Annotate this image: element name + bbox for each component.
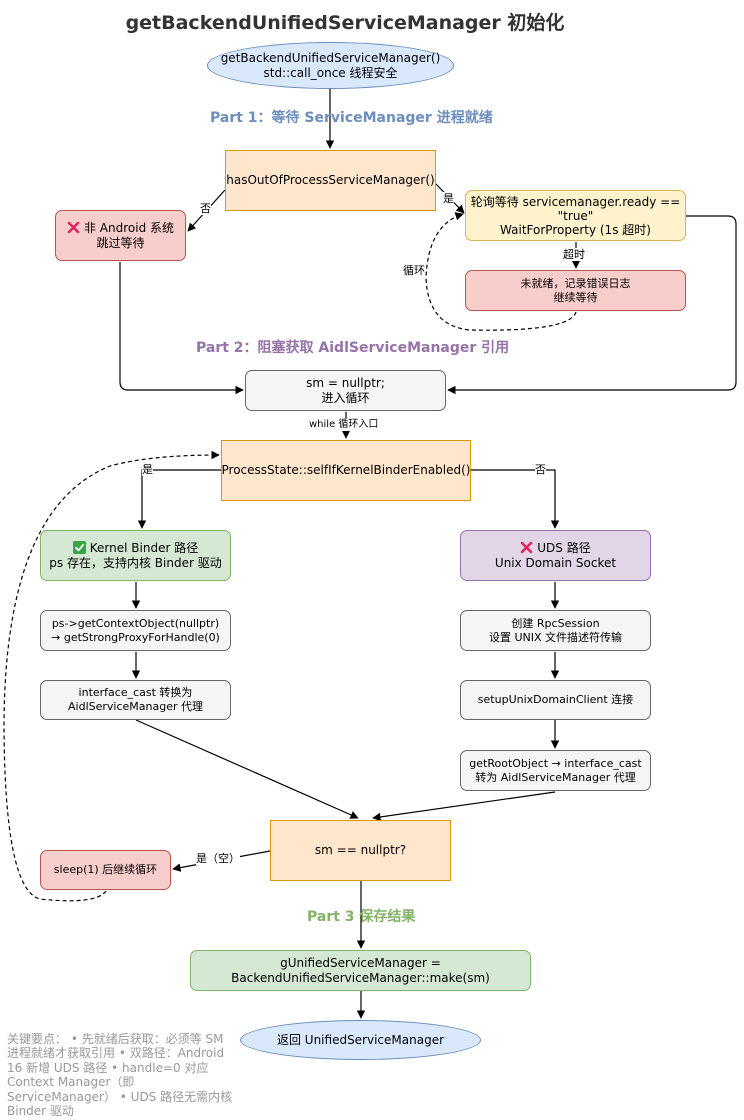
kernel-check-text: ProcessState::selfIfKernelBinderEnabled(… bbox=[221, 463, 471, 477]
cross-mark-icon bbox=[520, 541, 533, 553]
get-context-node[interactable]: ps->getContextObject(nullptr) → getStron… bbox=[40, 610, 231, 651]
key-points-note: 关键要点： • 先就绪后获取：必须等 SM 进程就绪才获取引用 • 双路径：An… bbox=[7, 1032, 233, 1119]
interface-cast-line2: AidlServiceManager 代理 bbox=[68, 700, 203, 713]
get-root-line1: getRootObject → interface_cast bbox=[469, 756, 642, 770]
create-rpc-line1: 创建 RpcSession bbox=[511, 616, 600, 630]
poll-wait-line3: WaitForProperty (1s 超时) bbox=[500, 222, 651, 237]
non-android-line2: 跳过等待 bbox=[96, 235, 145, 250]
edge-cast-to-null-check bbox=[135, 719, 359, 819]
poll-wait-line2: "true" bbox=[557, 208, 594, 223]
sm-null-check-text: sm == nullptr? bbox=[314, 843, 407, 857]
has-out-of-process-node[interactable]: hasOutOfProcessServiceManager() bbox=[225, 150, 436, 211]
kernel-check-node[interactable]: ProcessState::selfIfKernelBinderEnabled(… bbox=[221, 440, 471, 501]
get-root-node[interactable]: getRootObject → interface_cast 转为 AidlSe… bbox=[460, 750, 651, 791]
edge-label-kernel-no: 否 bbox=[535, 463, 546, 476]
start-line1: getBackendUnifiedServiceManager() bbox=[220, 50, 441, 65]
edge-kernel-check-to-kernel-binder bbox=[137, 469, 221, 529]
edge-not-ready-loop bbox=[425, 212, 577, 331]
edge-sleep-loop bbox=[3, 450, 220, 902]
assign-line2: BackendUnifiedServiceManager::make(sm) bbox=[231, 970, 490, 985]
sm-init-node[interactable]: sm = nullptr; 进入循环 bbox=[245, 370, 446, 411]
part3-heading: Part 3 保存结果 bbox=[307, 909, 416, 925]
has-out-of-process-text: hasOutOfProcessServiceManager() bbox=[226, 173, 435, 187]
kernel-binder-line2: ps 存在，支持内核 Binder 驱动 bbox=[49, 555, 222, 570]
sm-null-check-node[interactable]: sm == nullptr? bbox=[270, 820, 451, 881]
kernel-binder-node[interactable]: Kernel Binder 路径 ps 存在，支持内核 Binder 驱动 bbox=[40, 530, 231, 581]
edge-label-no: 否 bbox=[200, 202, 211, 215]
sleep-text: sleep(1) 后继续循环 bbox=[53, 863, 158, 876]
assign-node[interactable]: gUnifiedServiceManager = BackendUnifiedS… bbox=[190, 950, 531, 991]
end-text: 返回 UnifiedServiceManager bbox=[276, 1032, 445, 1047]
edge-label-timeout: 超时 bbox=[563, 248, 585, 261]
sm-init-line2: 进入循环 bbox=[321, 390, 370, 405]
setup-uds-text: setupUnixDomainClient 连接 bbox=[477, 693, 634, 706]
setup-uds-node[interactable]: setupUnixDomainClient 连接 bbox=[460, 680, 651, 720]
get-context-line1: ps->getContextObject(nullptr) bbox=[51, 616, 220, 630]
edge-label-kernel-yes: 是 bbox=[142, 463, 153, 476]
create-rpc-node[interactable]: 创建 RpcSession 设置 UNIX 文件描述符传输 bbox=[460, 610, 651, 651]
uds-path-node[interactable]: UDS 路径 Unix Domain Socket bbox=[460, 530, 651, 581]
edge-kernel-check-to-uds bbox=[470, 469, 560, 529]
diagram-title: getBackendUnifiedServiceManager 初始化 bbox=[125, 12, 565, 34]
edge-non-android-to-sm-init bbox=[119, 262, 244, 395]
interface-cast-line1: interface_cast 转换为 bbox=[78, 686, 193, 699]
uds-path-line1: UDS 路径 bbox=[537, 540, 591, 555]
not-ready-line2: 继续等待 bbox=[553, 290, 598, 304]
part2-heading: Part 2：阻塞获取 AidlServiceManager 引用 bbox=[196, 340, 510, 356]
end-node[interactable]: 返回 UnifiedServiceManager bbox=[240, 1020, 481, 1060]
sleep-node[interactable]: sleep(1) 后继续循环 bbox=[40, 850, 171, 890]
edge-label-yes: 是 bbox=[443, 192, 454, 205]
edge-label-while-entry: while 循环入口 bbox=[309, 418, 379, 431]
start-line2: std::call_once 线程安全 bbox=[263, 65, 398, 80]
interface-cast-node[interactable]: interface_cast 转换为 AidlServiceManager 代理 bbox=[40, 680, 231, 720]
cross-mark-icon bbox=[67, 221, 80, 233]
get-context-line2: → getStrongProxyForHandle(0) bbox=[51, 630, 220, 644]
create-rpc-line2: 设置 UNIX 文件描述符传输 bbox=[488, 630, 623, 644]
assign-line1: gUnifiedServiceManager = bbox=[280, 955, 441, 970]
non-android-line1: 非 Android 系统 bbox=[83, 220, 175, 235]
part1-heading: Part 1：等待 ServiceManager 进程就绪 bbox=[210, 110, 493, 126]
uds-path-line2: Unix Domain Socket bbox=[494, 555, 617, 570]
sm-init-line1: sm = nullptr; bbox=[306, 375, 385, 390]
not-ready-node[interactable]: 未就绪，记录错误日志 继续等待 bbox=[465, 270, 686, 311]
start-node[interactable]: getBackendUnifiedServiceManager() std::c… bbox=[207, 42, 454, 89]
check-mark-icon bbox=[72, 540, 86, 554]
edge-poll-to-sm-init bbox=[447, 215, 737, 395]
not-ready-line1: 未就绪，记录错误日志 bbox=[520, 276, 631, 290]
non-android-node[interactable]: 非 Android 系统 跳过等待 bbox=[55, 210, 186, 261]
edge-label-null-yes: 是（空） bbox=[196, 852, 240, 865]
edge-root-to-null-check bbox=[372, 791, 556, 822]
poll-wait-line1: 轮询等待 servicemanager.ready == bbox=[470, 194, 681, 209]
kernel-binder-line1: Kernel Binder 路径 bbox=[89, 540, 199, 555]
edge-label-loop: 循环 bbox=[403, 264, 425, 277]
poll-wait-node[interactable]: 轮询等待 servicemanager.ready == "true" Wait… bbox=[465, 190, 686, 241]
get-root-line2: 转为 AidlServiceManager 代理 bbox=[475, 770, 636, 784]
